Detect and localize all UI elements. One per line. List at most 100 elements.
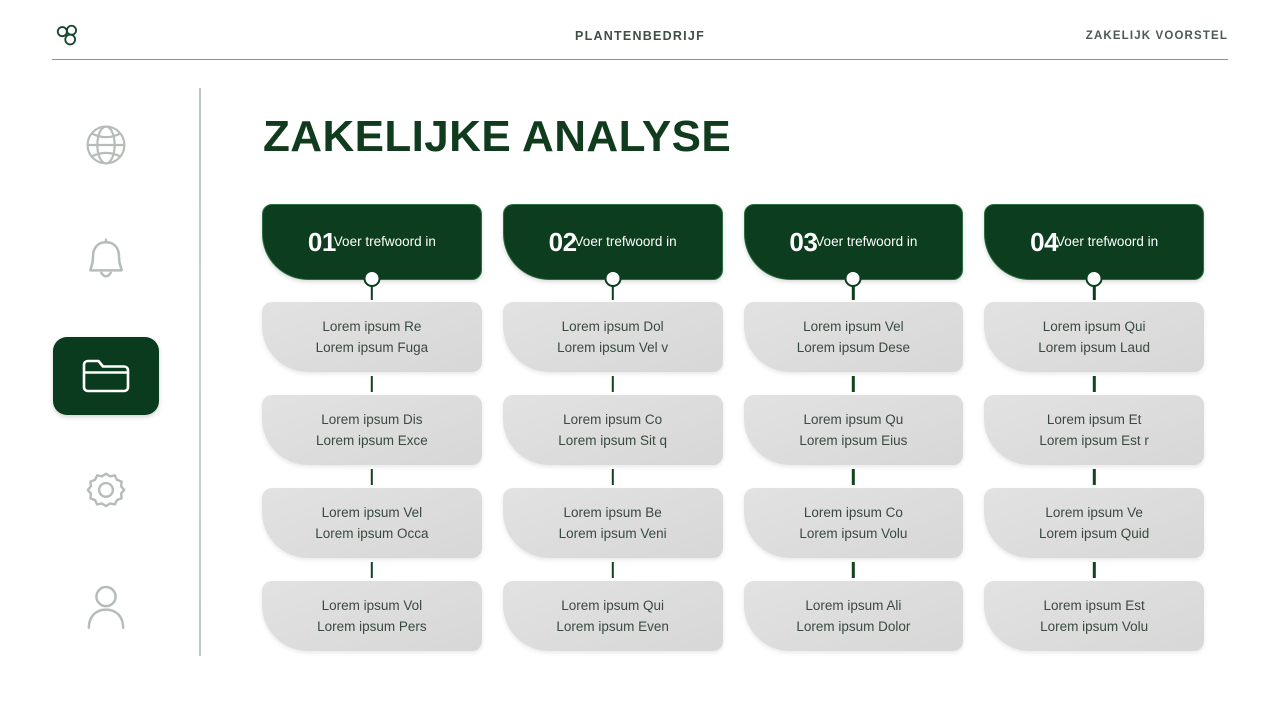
item-line-2: Lorem ipsum Sit q — [558, 433, 668, 448]
sidebar-item-globe[interactable] — [53, 106, 159, 184]
connector-dot — [844, 270, 862, 287]
column-keyword: Voer trefwoord in — [1056, 234, 1159, 250]
connector-line — [262, 465, 482, 488]
list-item[interactable]: Lorem ipsum Co Lorem ipsum Sit q — [502, 395, 723, 465]
item-line-1: Lorem ipsum Et — [1046, 412, 1142, 427]
item-line-1: Lorem ipsum Dol — [561, 319, 664, 334]
column-header[interactable]: 04 Voer trefwoord in — [984, 204, 1204, 300]
connector-line — [503, 372, 723, 395]
list-item[interactable]: Lorem ipsum Est Lorem ipsum Volu — [984, 581, 1204, 651]
list-item[interactable]: Lorem ipsum Co Lorem ipsum Volu — [743, 488, 964, 558]
item-line-1: Lorem ipsum Vel — [321, 505, 423, 520]
item-line-1: Lorem ipsum Qui — [1042, 319, 1146, 334]
item-line-2: Lorem ipsum Occa — [315, 526, 429, 541]
sidebar-item-settings[interactable] — [53, 453, 159, 531]
gear-icon — [86, 472, 126, 507]
column-number: 04 — [1030, 227, 1059, 257]
connector-line — [262, 558, 482, 581]
company-name: PLANTENBEDRIJF — [574, 28, 705, 43]
item-line-2: Lorem ipsum Dolor — [796, 619, 911, 634]
sidebar-item-profile[interactable] — [53, 568, 159, 646]
item-line-2: Lorem ipsum Even — [556, 619, 669, 634]
item-line-1: Lorem ipsum Qui — [561, 598, 665, 613]
list-item[interactable]: Lorem ipsum Be Lorem ipsum Veni — [502, 488, 723, 558]
three-circles-logo — [56, 24, 77, 45]
connector-stem — [611, 286, 614, 300]
diagram-column: 01 Voer trefwoord in Lorem ipsum Re Lore… — [262, 204, 482, 656]
connector-dot — [604, 270, 622, 287]
bell-icon — [89, 238, 123, 278]
list-item[interactable]: Lorem ipsum Dol Lorem ipsum Vel v — [502, 302, 723, 372]
connector-stem — [1092, 286, 1096, 300]
connector-dot — [363, 270, 381, 287]
column-number: 01 — [307, 227, 336, 257]
column-header[interactable]: 01 Voer trefwoord in — [262, 204, 482, 300]
connector-line — [262, 372, 482, 395]
connector-stem — [852, 286, 855, 300]
item-line-2: Lorem ipsum Laud — [1038, 340, 1151, 355]
item-line-2: Lorem ipsum Fuga — [315, 340, 429, 355]
item-line-2: Lorem ipsum Dese — [796, 340, 911, 355]
user-icon — [87, 585, 125, 630]
item-line-1: Lorem ipsum Co — [803, 505, 903, 520]
item-line-1: Lorem ipsum Vel — [803, 319, 904, 334]
list-item[interactable]: Lorem ipsum Vol Lorem ipsum Pers — [262, 581, 482, 651]
diagram-column: 02 Voer trefwoord in Lorem ipsum Dol Lor… — [502, 204, 723, 656]
connector-line — [984, 465, 1204, 488]
item-line-1: Lorem ipsum Vol — [321, 598, 423, 613]
item-line-1: Lorem ipsum Ve — [1045, 505, 1143, 520]
column-number: 03 — [789, 227, 818, 257]
item-line-2: Lorem ipsum Volu — [799, 526, 908, 541]
connector-line — [503, 465, 723, 488]
list-item[interactable]: Lorem ipsum Dis Lorem ipsum Exce — [262, 395, 482, 465]
sidebar-item-files[interactable] — [53, 337, 159, 415]
page-title: ZAKELIJKE ANALYSE — [263, 112, 732, 161]
item-line-2: Lorem ipsum Veni — [558, 526, 667, 541]
sidebar-divider — [199, 88, 201, 656]
item-line-2: Lorem ipsum Est r — [1039, 433, 1149, 448]
globe-icon — [86, 125, 126, 165]
connector-line — [744, 465, 964, 488]
connector-line — [503, 558, 723, 581]
list-item[interactable]: Lorem ipsum Vel Lorem ipsum Dese — [743, 302, 964, 372]
list-item[interactable]: Lorem ipsum Vel Lorem ipsum Occa — [262, 488, 482, 558]
diagram-column: 04 Voer trefwoord in Lorem ipsum Qui Lor… — [984, 204, 1204, 656]
column-header[interactable]: 02 Voer trefwoord in — [502, 204, 723, 300]
connector-line — [984, 558, 1204, 581]
item-line-1: Lorem ipsum Dis — [321, 412, 423, 427]
connector-line — [744, 558, 964, 581]
diagram-column: 03 Voer trefwoord in Lorem ipsum Vel Lor… — [743, 204, 964, 656]
column-number: 02 — [548, 227, 577, 257]
column-keyword: Voer trefwoord in — [333, 234, 436, 250]
list-item[interactable]: Lorem ipsum Qui Lorem ipsum Even — [502, 581, 723, 651]
connector-stem — [370, 286, 374, 300]
analysis-diagram: 01 Voer trefwoord in Lorem ipsum Re Lore… — [262, 204, 1204, 656]
list-item[interactable]: Lorem ipsum Ali Lorem ipsum Dolor — [743, 581, 964, 651]
item-line-1: Lorem ipsum Re — [322, 319, 422, 334]
item-line-2: Lorem ipsum Vel v — [557, 340, 669, 355]
connector-line — [744, 372, 964, 395]
column-header[interactable]: 03 Voer trefwoord in — [743, 204, 964, 300]
list-item[interactable]: Lorem ipsum Qu Lorem ipsum Eius — [743, 395, 964, 465]
connector-line — [984, 372, 1204, 395]
item-line-1: Lorem ipsum Be — [563, 505, 662, 520]
item-line-1: Lorem ipsum Co — [563, 412, 663, 427]
sidebar-item-notifications[interactable] — [53, 222, 159, 300]
list-item[interactable]: Lorem ipsum Re Lorem ipsum Fuga — [262, 302, 482, 372]
item-line-2: Lorem ipsum Quid — [1038, 526, 1150, 541]
item-line-1: Lorem ipsum Qu — [803, 412, 904, 427]
item-line-1: Lorem ipsum Ali — [805, 598, 902, 613]
item-line-2: Lorem ipsum Exce — [315, 433, 428, 448]
item-line-2: Lorem ipsum Volu — [1040, 619, 1149, 634]
item-line-2: Lorem ipsum Pers — [317, 619, 427, 634]
list-item[interactable]: Lorem ipsum Ve Lorem ipsum Quid — [984, 488, 1204, 558]
column-keyword: Voer trefwoord in — [815, 234, 918, 250]
document-type-label: ZAKELIJK VOORSTEL — [1085, 29, 1228, 42]
top-header-bar: PLANTENBEDRIJF ZAKELIJK VOORSTEL — [52, 12, 1228, 60]
list-item[interactable]: Lorem ipsum Qui Lorem ipsum Laud — [984, 302, 1204, 372]
sidebar-nav — [52, 88, 160, 658]
column-keyword: Voer trefwoord in — [574, 234, 677, 250]
list-item[interactable]: Lorem ipsum Et Lorem ipsum Est r — [984, 395, 1204, 465]
folder-icon — [82, 359, 130, 393]
